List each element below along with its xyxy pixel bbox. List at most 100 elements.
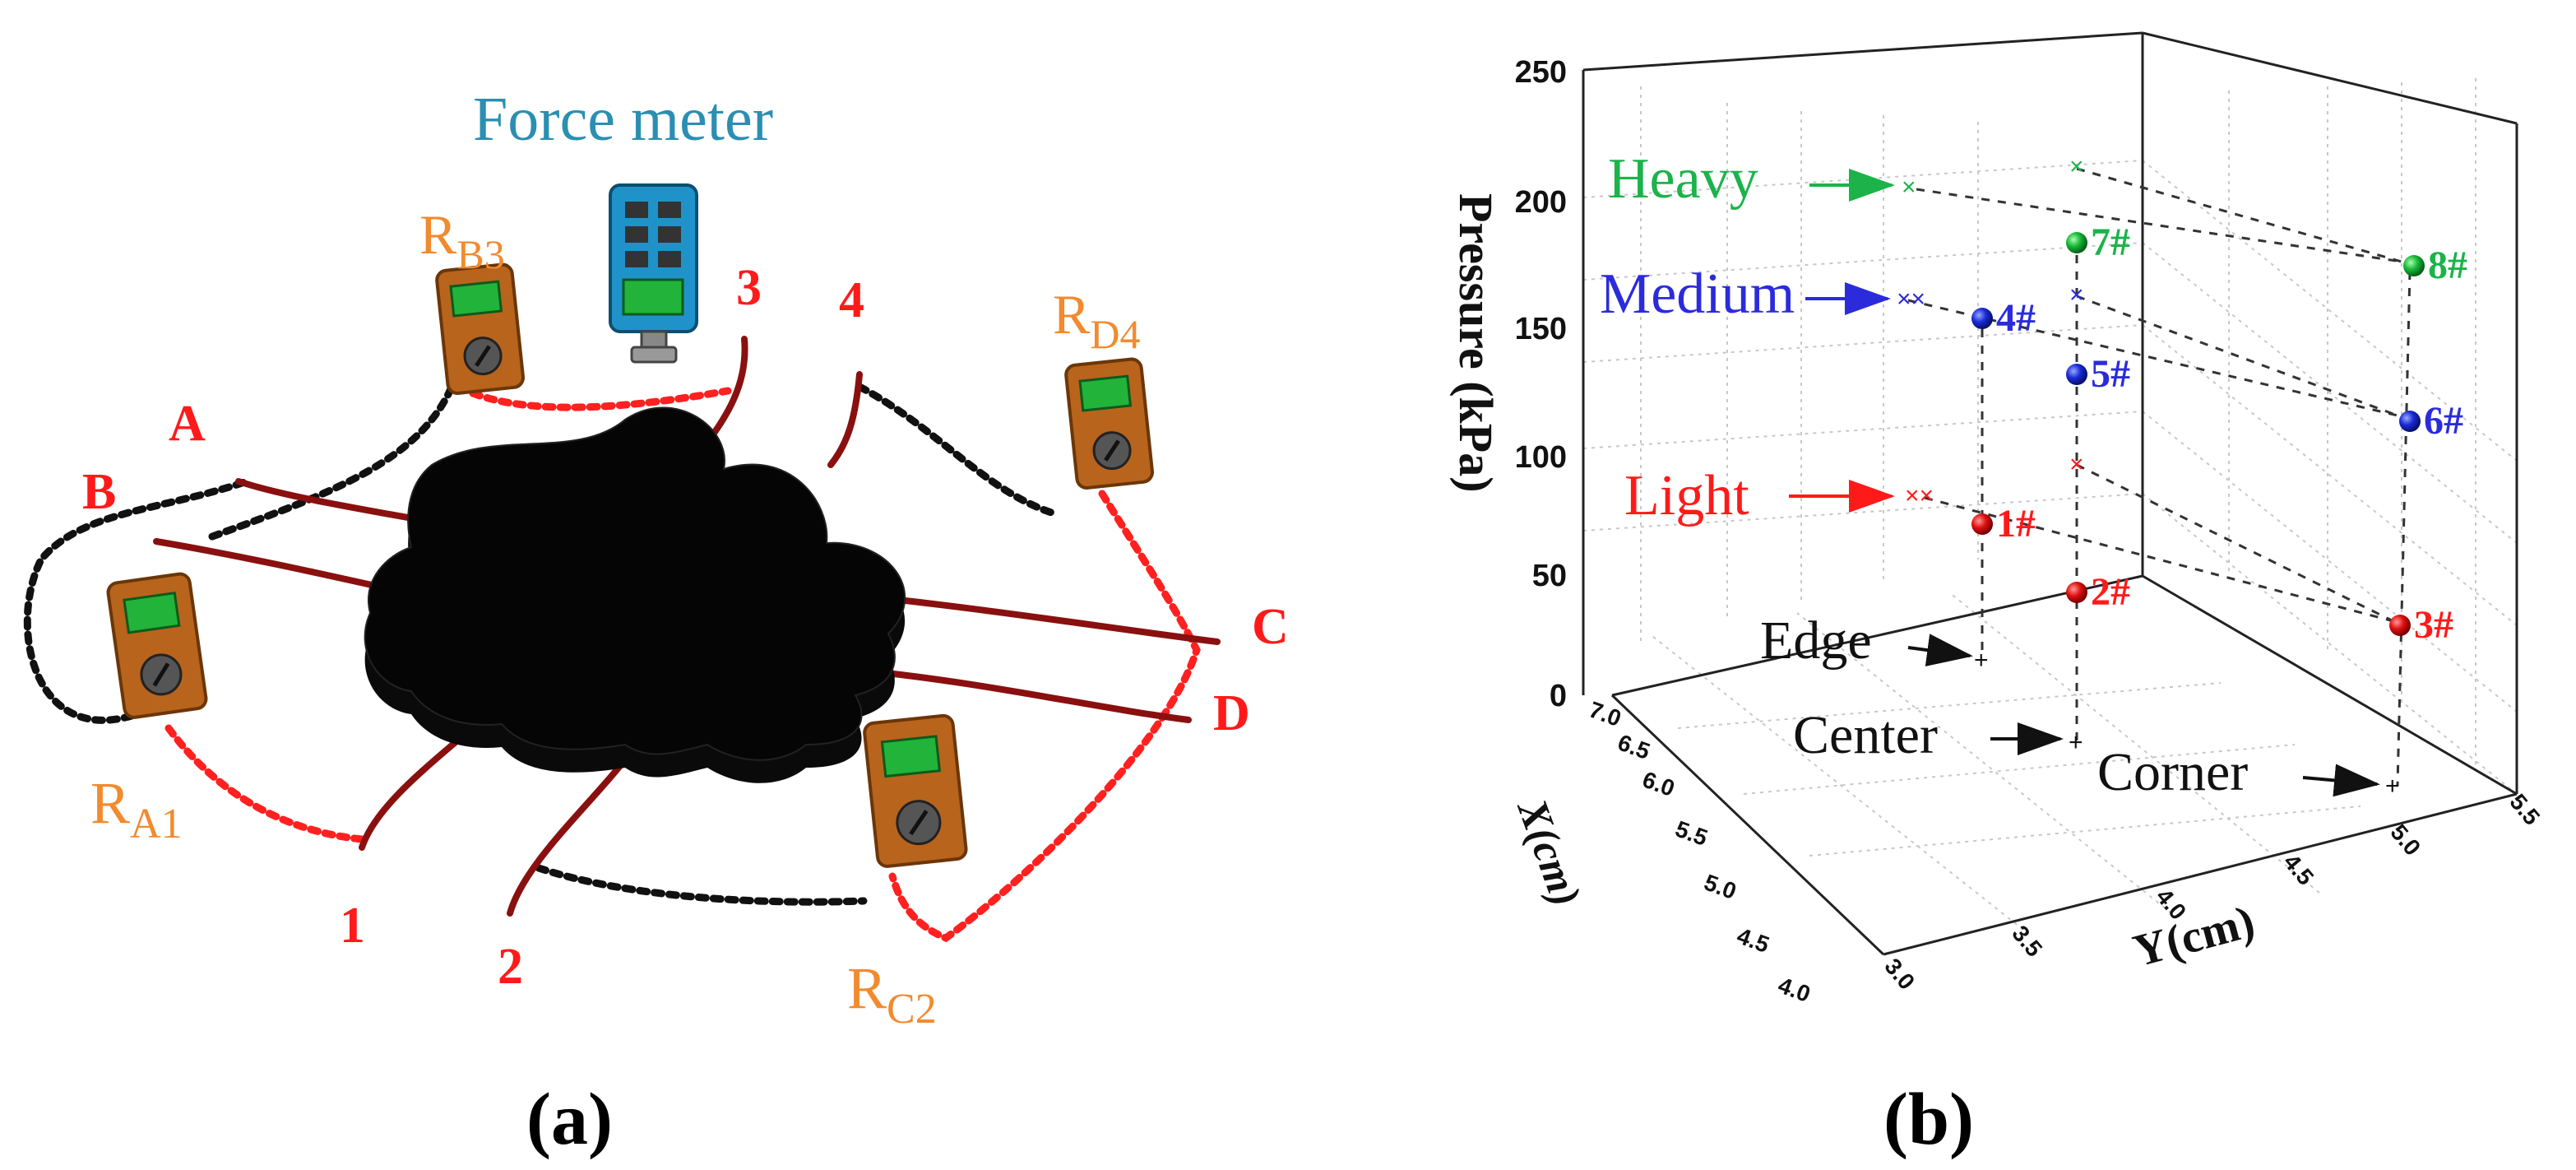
force-meter-key [658, 202, 681, 218]
force-meter-label: Force meter [473, 85, 773, 154]
terminal-number-1: 1 [340, 898, 365, 954]
force-meter-key [625, 251, 648, 267]
grid-line [2142, 324, 2518, 626]
point-label-7: 7# [2091, 221, 2130, 264]
terminal-letter-a: A [169, 396, 206, 452]
grid-line [1582, 324, 2143, 363]
force-meter-device [609, 183, 698, 364]
grid-line [1796, 612, 2172, 914]
grid-line [1743, 744, 2296, 795]
wire-d4-black [855, 383, 1061, 518]
point-4 [1971, 308, 1993, 329]
force-meter-key [625, 226, 648, 243]
lead-4 [827, 371, 863, 468]
guide-medium [2076, 295, 2398, 417]
sample-top [364, 406, 906, 761]
point-5 [2066, 364, 2087, 385]
sample [364, 406, 906, 783]
lead-c [864, 593, 1221, 645]
panel-a: Force meter RB3 RD4 RA1 RC2 A B C D 1 2 … [23, 85, 1289, 1160]
marker-heavy: × [1902, 174, 1916, 201]
force-meter-base [630, 346, 678, 364]
wire-d4-red [888, 490, 1201, 943]
meter-screen [123, 591, 181, 634]
point-label-3: 3# [2414, 603, 2453, 647]
meter-a1 [106, 572, 208, 719]
x-tick: 5.5 [1672, 816, 1711, 851]
axis-pressure-label: Pressure (kPa) [1449, 193, 1503, 493]
position-label-center: Center [1793, 705, 1938, 765]
marker-center: + [2069, 729, 2083, 756]
panel-b: 0 50 100 150 200 250 4.0 4.5 5.0 5.5 6.0… [1449, 31, 2545, 1160]
wires [23, 370, 1201, 943]
x-tick: 6.5 [1615, 730, 1653, 764]
point-2 [2066, 582, 2087, 603]
grid-line [1582, 411, 2143, 449]
point-6 [2399, 411, 2421, 432]
arrow-edge [1907, 634, 1973, 666]
grid-line [1677, 682, 2222, 729]
guide-heavy [2076, 167, 2402, 263]
marker-heavy: × [2069, 153, 2084, 180]
guide-light [1924, 496, 2394, 623]
box-edge [1611, 574, 2143, 697]
point-label-2: 2# [2091, 570, 2130, 614]
box-edge [2142, 574, 2518, 796]
y-tick: 4.5 [2278, 849, 2319, 890]
pressure-tick: 0 [1550, 679, 1567, 713]
terminal-number-4: 4 [839, 272, 864, 328]
arrow-corner [2302, 764, 2380, 797]
meter-label-c2: RC2 [847, 955, 937, 1033]
grid-line [1648, 633, 2024, 931]
wire-a1-black [23, 477, 251, 724]
point-8 [2403, 255, 2425, 276]
force-meter-key [658, 251, 681, 267]
meter-label-a1: RA1 [90, 770, 183, 847]
wire-b3-black [202, 370, 461, 543]
pressure-tick: 200 [1515, 185, 1567, 220]
force-meter-key [658, 226, 681, 243]
marker-medium: × [2069, 281, 2084, 309]
guide-heavy [1916, 188, 2402, 263]
chart-grid [1582, 70, 2518, 931]
terminal-number-3: 3 [736, 260, 762, 316]
point-1 [1971, 513, 1993, 535]
load-label-medium: Medium [1600, 262, 1795, 326]
grid-line [1948, 592, 2320, 894]
box-edge [2142, 31, 2518, 125]
point-label-8: 8# [2428, 244, 2467, 287]
axis-x [1610, 694, 1885, 956]
marker-light: × [2069, 451, 2084, 478]
meter-label-b3: RB3 [419, 203, 505, 277]
force-meter-key [625, 202, 648, 218]
wire-c2-black [535, 864, 868, 906]
meter-needle [475, 345, 491, 367]
meter-d4 [1064, 357, 1154, 490]
position-label-edge: Edge [1760, 611, 1872, 671]
caption-a: (a) [526, 1079, 613, 1160]
guide-lines [1907, 167, 2412, 787]
x-tick: 4.5 [1734, 923, 1772, 958]
load-label-light: Light [1624, 464, 1749, 527]
point-label-1: 1# [1996, 502, 2036, 546]
grid-line [2142, 242, 2518, 544]
terminal-letter-b: B [82, 464, 116, 520]
position-label-corner: Corner [2097, 742, 2248, 802]
meter-screen [1078, 374, 1133, 412]
meter-needle [152, 662, 170, 687]
grid-line [2142, 411, 2518, 713]
pressure-tick: 100 [1515, 440, 1567, 475]
point-7 [2066, 232, 2087, 253]
point-label-5: 5# [2091, 352, 2130, 396]
meter-screen [880, 735, 942, 778]
terminal-number-2: 2 [498, 939, 523, 995]
meter-label-d4: RD4 [1053, 283, 1140, 357]
y-tick: 3.0 [1879, 954, 1920, 995]
point-3 [2389, 615, 2411, 636]
pressure-tick: 150 [1515, 312, 1567, 346]
axis-y-label: Y(cm) [2128, 896, 2259, 977]
force-meter-screen [622, 278, 684, 316]
meter-c2 [863, 713, 968, 868]
box-edge [1582, 31, 2143, 72]
